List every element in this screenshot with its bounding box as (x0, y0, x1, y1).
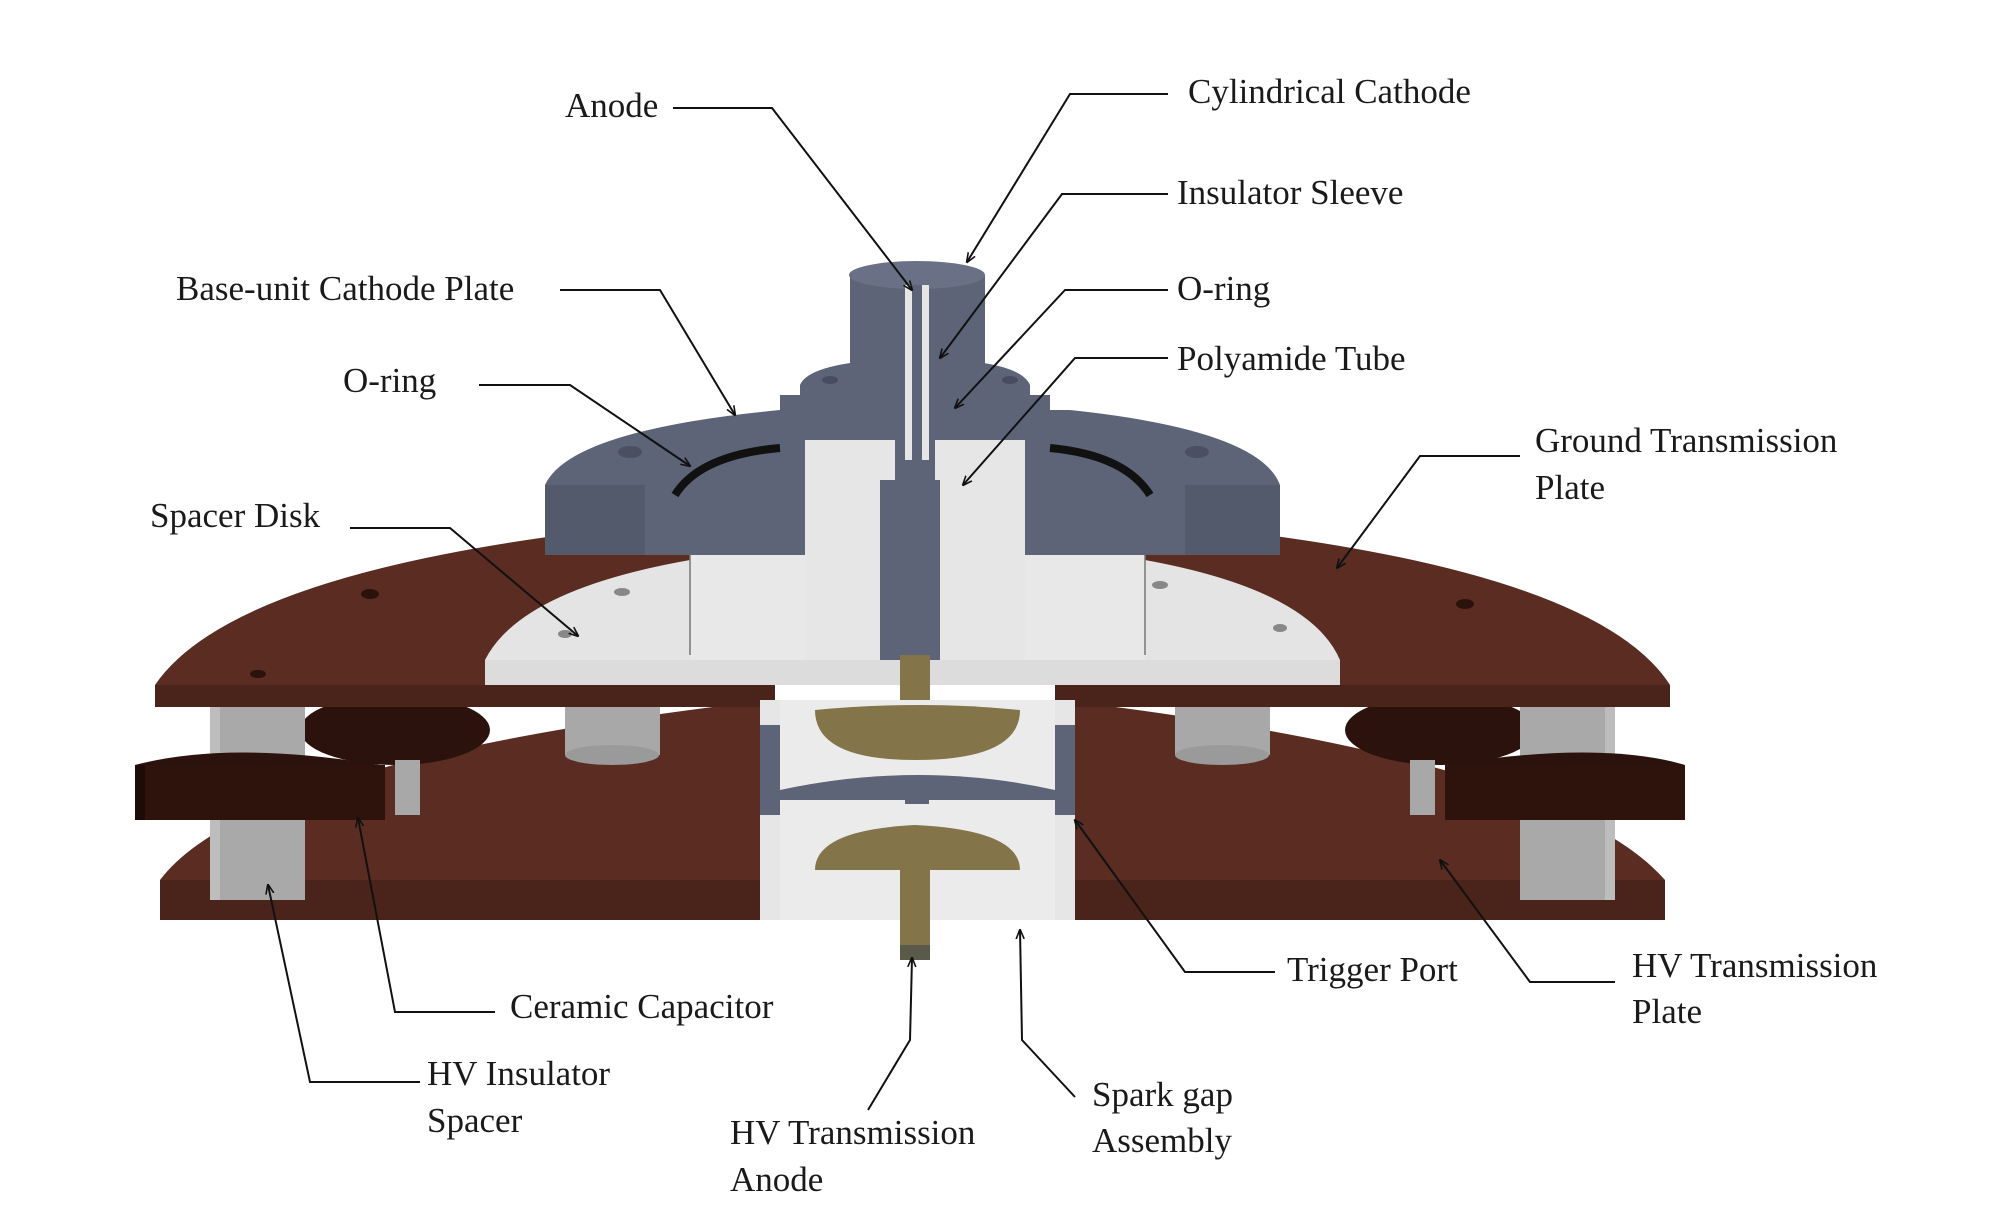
leader-anode (673, 107, 912, 290)
leader-polyamide-tube (963, 357, 1168, 485)
label-hv-insulator-spacer-line2: Spacer (427, 1101, 523, 1140)
label-o-ring-left: O-ring (343, 361, 436, 400)
ceramic-capacitor (135, 752, 1685, 820)
label-insulator-sleeve: Insulator Sleeve (1177, 173, 1403, 212)
label-hv-insulator-spacer-line1: HV Insulator (427, 1054, 610, 1093)
label-anode: Anode (565, 86, 658, 125)
label-hv-transmission-anode-line1: HV Transmission (730, 1113, 975, 1152)
leader-hv-transmission-plate (1440, 860, 1615, 983)
leader-hv-transmission-anode (867, 958, 912, 1111)
assembly-drawing (135, 261, 1685, 960)
label-hv-transmission-anode-line2: Anode (730, 1160, 823, 1199)
leader-insulator-sleeve (940, 193, 1168, 358)
label-hv-transmission-plate-line1: HV Transmission (1632, 946, 1877, 985)
leader-ceramic-capacitor (358, 818, 495, 1013)
label-base-unit-cathode-plate: Base-unit Cathode Plate (176, 269, 514, 308)
label-spacer-disk: Spacer Disk (150, 496, 321, 535)
leader-spacer-disk (350, 527, 578, 636)
label-ground-transmission-plate-line1: Ground Transmission (1535, 421, 1837, 460)
leader-lines (268, 93, 1615, 1111)
label-ground-transmission-plate-line2: Plate (1535, 468, 1605, 507)
leader-trigger-port (1075, 820, 1275, 973)
label-hv-transmission-plate-line2: Plate (1632, 992, 1702, 1031)
leader-ground-transmission-plate (1337, 455, 1520, 568)
leader-hv-insulator-spacer (268, 885, 420, 1083)
leader-base-unit-cathode-plate (560, 289, 735, 415)
label-cylindrical-cathode: Cylindrical Cathode (1188, 72, 1471, 111)
label-o-ring-upper: O-ring (1177, 269, 1270, 308)
leader-o-ring-upper (955, 289, 1168, 408)
label-spark-gap-assembly-line1: Spark gap (1092, 1075, 1233, 1114)
cylindrical-cathode (800, 261, 1030, 460)
label-ceramic-capacitor: Ceramic Capacitor (510, 987, 774, 1026)
ceramic-capacitor-rear (300, 695, 1535, 765)
leader-cylindrical-cathode (967, 93, 1168, 262)
labels: Anode Cylindrical Cathode Insulator Slee… (150, 72, 1877, 1199)
label-polyamide-tube: Polyamide Tube (1177, 339, 1406, 378)
label-spark-gap-assembly-line2: Assembly (1092, 1121, 1233, 1160)
spark-gap-assembly (760, 700, 1075, 960)
leader-spark-gap-assembly (1020, 930, 1076, 1098)
background-spacers (395, 700, 1435, 815)
leader-o-ring-left (479, 384, 690, 466)
label-trigger-port: Trigger Port (1287, 950, 1458, 989)
